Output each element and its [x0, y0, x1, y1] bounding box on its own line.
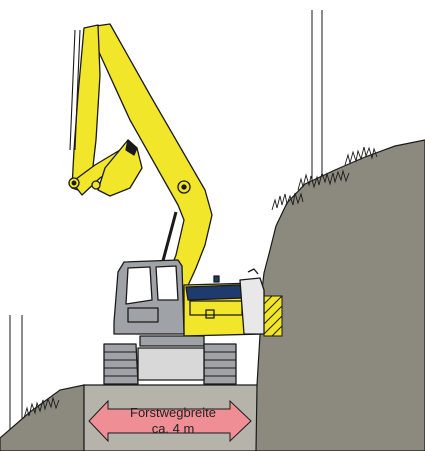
track-right — [204, 344, 236, 384]
tree-trunk-right — [312, 10, 322, 185]
road-width-value: ca. 4 m — [93, 421, 253, 436]
undercarriage-frame — [140, 336, 204, 346]
cab-window-front — [126, 267, 152, 304]
excavator — [69, 24, 212, 292]
ground-left-slope — [0, 385, 84, 451]
track-center — [138, 348, 204, 380]
track-left — [104, 344, 138, 384]
counterweight — [240, 278, 264, 334]
tree-trunk-left — [10, 315, 22, 430]
cut-bank-hatch — [264, 296, 282, 336]
road-width-title: Forstwegbreite — [93, 405, 253, 420]
engine-hood — [186, 285, 244, 300]
cab-window-side — [156, 266, 178, 300]
